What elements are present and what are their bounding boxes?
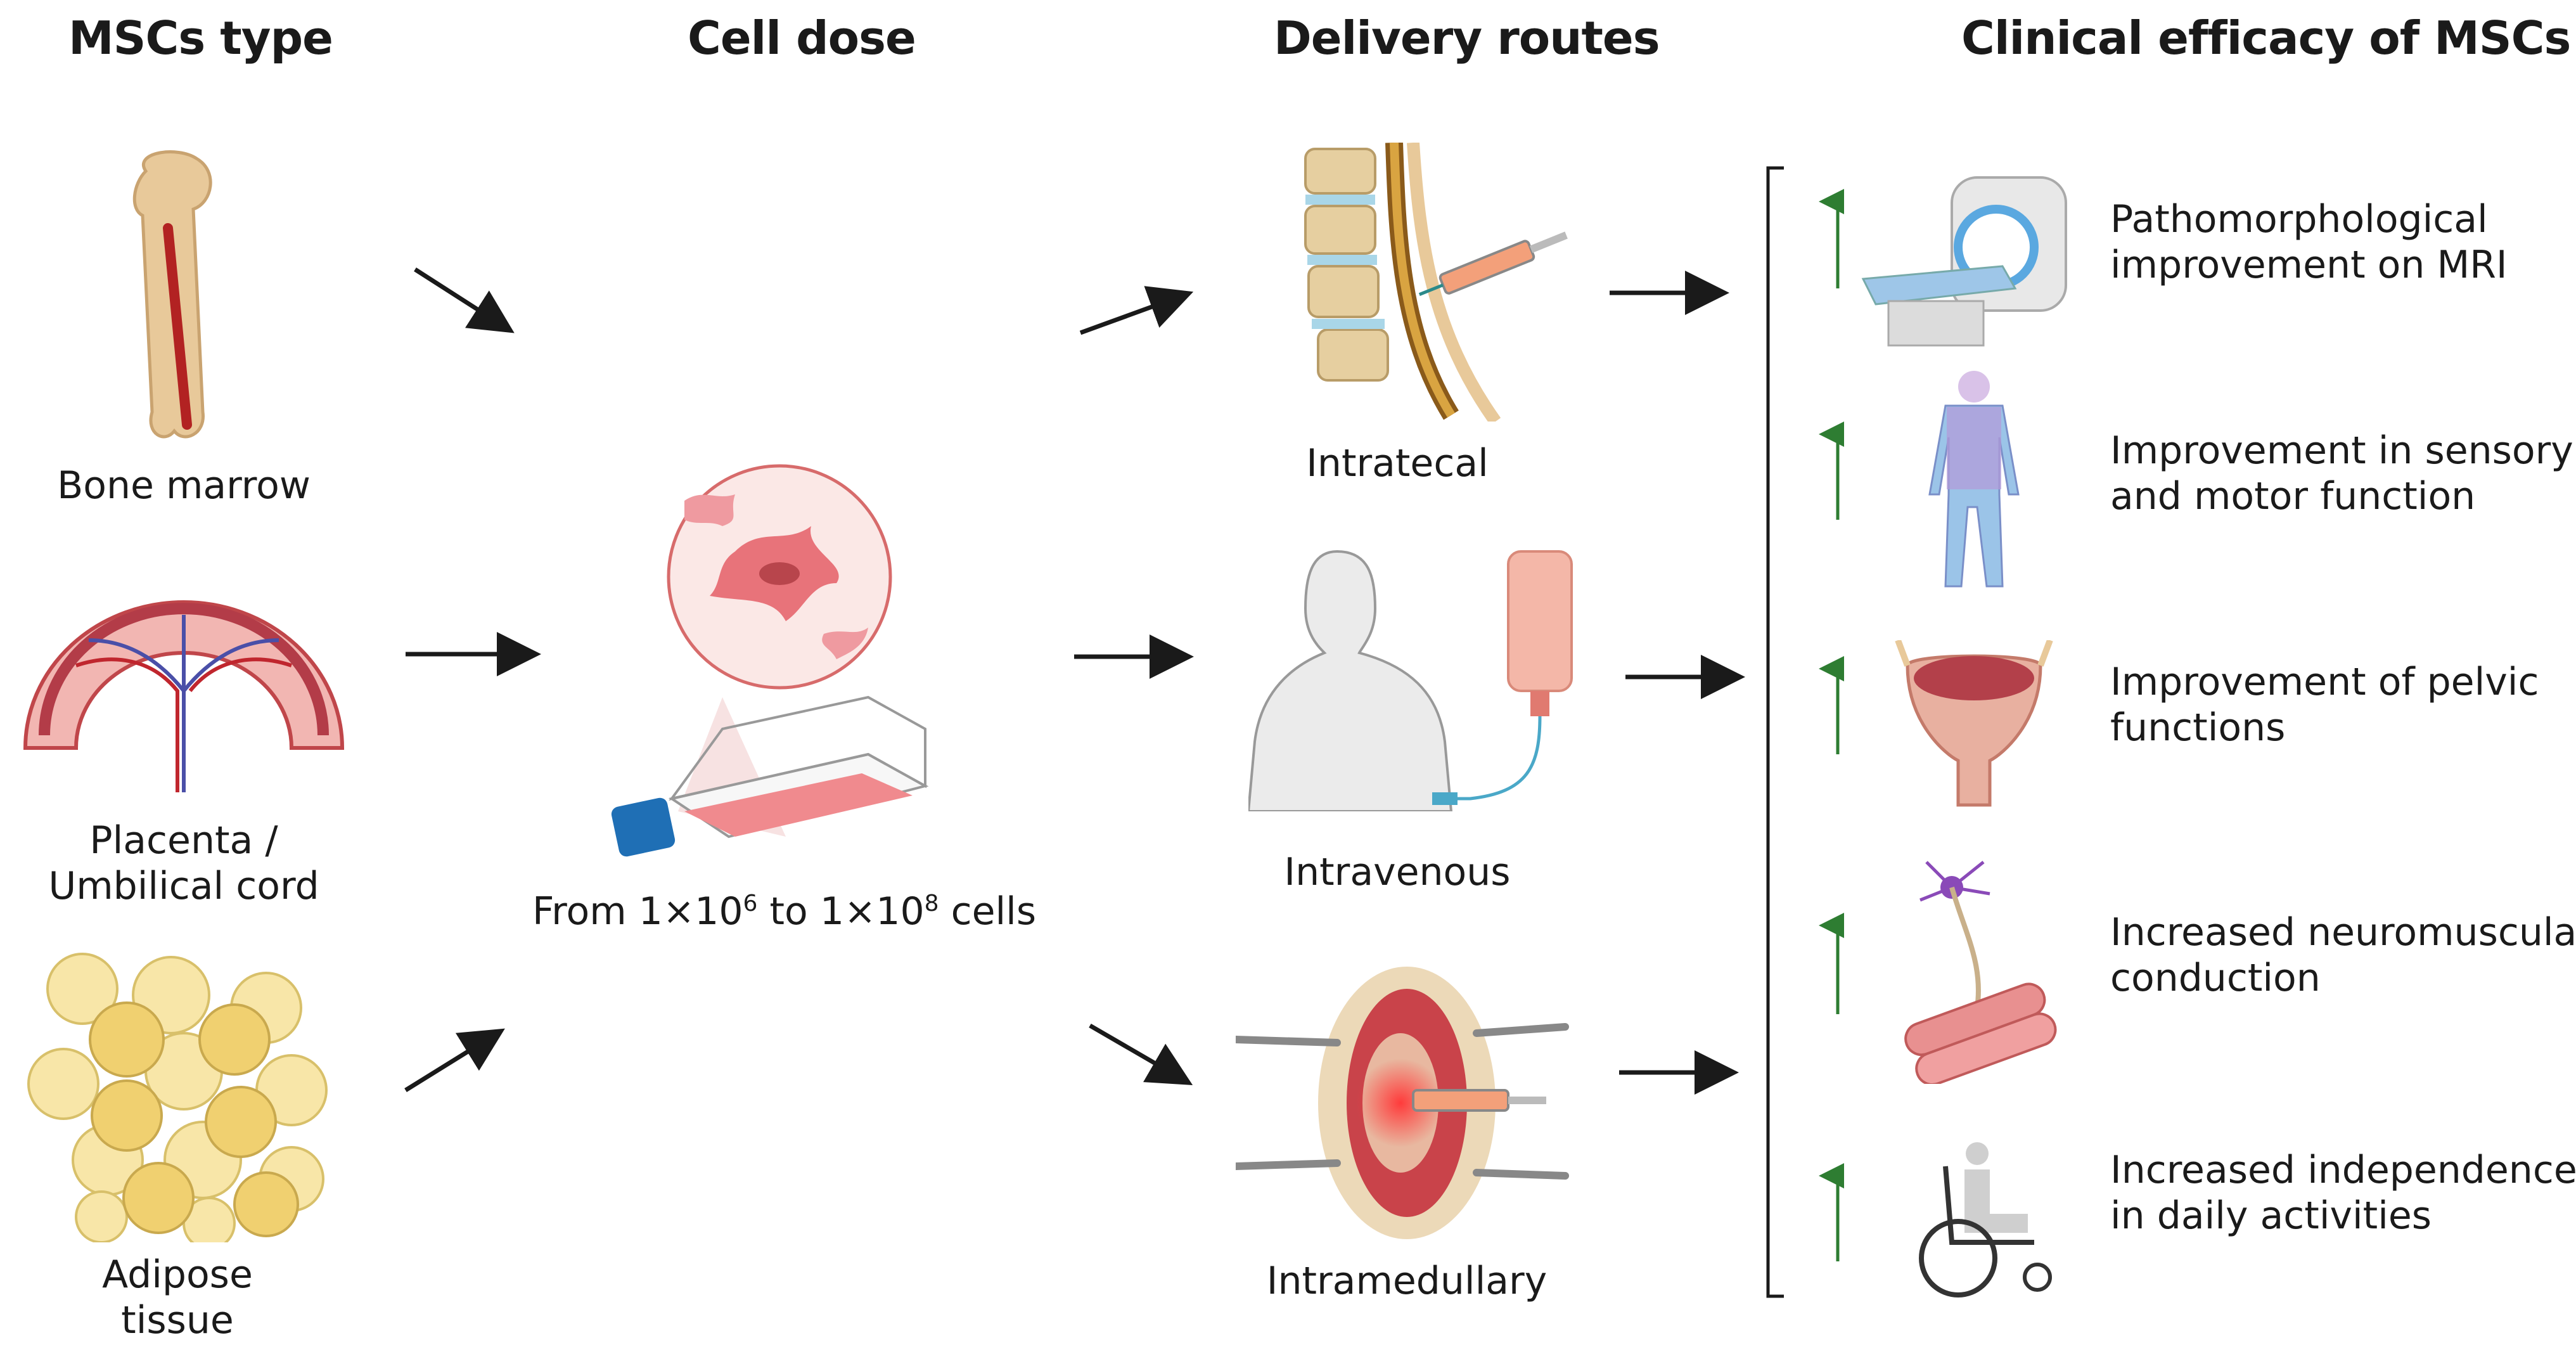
human-body-sensory-icon: [1928, 371, 2020, 588]
neuron-muscle-icon: [1904, 861, 2057, 1084]
route-label-intrathecal: Intratecal: [1306, 441, 1489, 486]
arrow-dose-to-intrathecal: [1079, 286, 1194, 335]
source-label-placenta: Placenta / Umbilical cord: [48, 818, 319, 908]
arrow-dose-to-intramedullary: [1089, 1023, 1193, 1086]
source-label-adipose: Adipose tissue: [102, 1252, 253, 1342]
route-label-intravenous: Intravenous: [1284, 850, 1511, 894]
bladder-pelvic-icon: [1895, 640, 2053, 807]
heading-delivery-routes: Delivery routes: [1274, 11, 1660, 65]
intramedullary-surgery-icon: [1236, 967, 1569, 1239]
bone-marrow-icon: [132, 150, 212, 439]
source-label-bone-marrow: Bone marrow: [57, 463, 311, 508]
cell-dose-label: From 1×106 to 1×108 cells: [532, 889, 1037, 934]
efficacy-text-pelvic: Improvement of pelvic functions: [2110, 660, 2539, 750]
arrow-bone-to-dose: [414, 267, 515, 333]
mri-scanner-icon: [1861, 176, 2067, 347]
efficacy-text-independence: Increased independence in daily activiti…: [2110, 1148, 2576, 1238]
intravenous-infusion-icon: [1248, 550, 1573, 811]
intrathecal-spine-icon: [1304, 143, 1568, 422]
efficacy-text-mri: Pathomorphological improvement on MRI: [2110, 197, 2508, 287]
efficacy-text-sensory-motor: Improvement in sensory and motor functio…: [2110, 428, 2573, 518]
heading-clinical-efficacy: Clinical efficacy of MSCs: [1961, 11, 2571, 65]
route-label-intramedullary: Intramedullary: [1266, 1259, 1548, 1303]
wheelchair-icon: [1919, 1142, 2052, 1297]
placenta-icon: [23, 600, 345, 792]
heading-msc-type: MSCs type: [68, 11, 333, 65]
arrow-adipose-to-dose: [404, 1028, 505, 1092]
efficacy-text-neuromuscular: Increased neuromuscular conduction: [2110, 910, 2576, 1000]
efficacy-bracket: [1766, 166, 1784, 1298]
adipose-tissue-icon: [27, 953, 328, 1242]
cell-culture-flask-icon: [611, 464, 929, 857]
heading-cell-dose: Cell dose: [688, 11, 916, 65]
